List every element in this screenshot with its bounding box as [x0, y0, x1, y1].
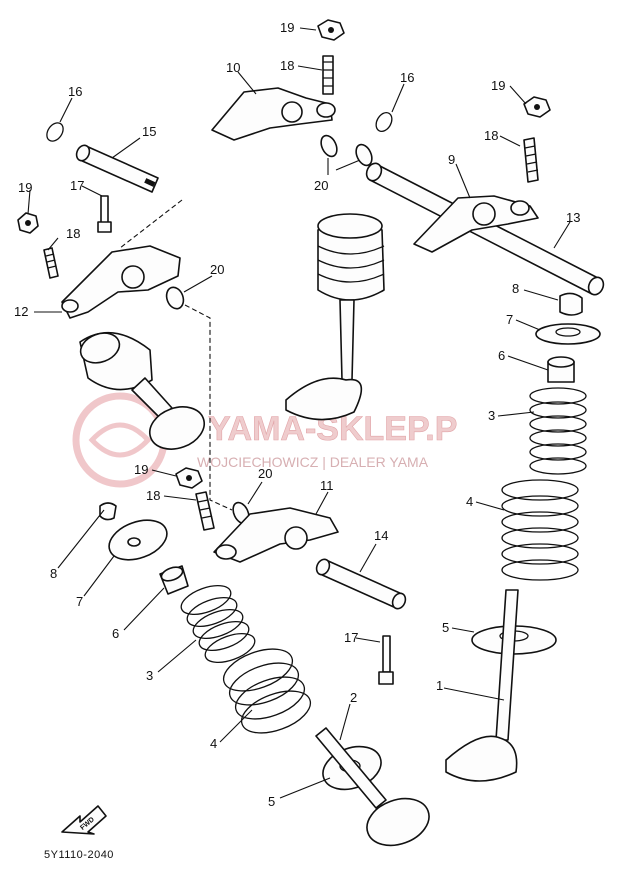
spring-retainer-7-right — [535, 323, 601, 345]
callout-11: 11 — [320, 478, 334, 493]
callout-14: 14 — [374, 528, 388, 543]
inner-spring-3-left — [180, 584, 256, 664]
o-ring-16-right — [375, 112, 393, 132]
leader-lines — [27, 27, 571, 799]
callout-7a: 7 — [506, 312, 513, 327]
callout-10: 10 — [226, 60, 240, 75]
callout-18a: 18 — [280, 58, 294, 73]
shim-20-top — [320, 134, 338, 158]
lock-nut-19-right — [523, 96, 551, 118]
o-ring-16-left — [46, 122, 64, 142]
callout-7b: 7 — [76, 594, 83, 609]
outer-spring-4-left — [222, 648, 312, 734]
adjust-screw-18-left — [43, 247, 59, 279]
rocker-arm-9 — [413, 195, 539, 253]
callout-16b: 16 — [400, 70, 414, 85]
spring-retainer-7-left — [108, 519, 168, 561]
rocker-arm-10 — [211, 87, 336, 141]
watermark-tagline: WOJCIECHOWICZ | DEALER YAMA — [197, 454, 429, 470]
callout-4b: 4 — [210, 736, 217, 751]
callout-6b: 6 — [112, 626, 119, 641]
shim-20-right — [355, 143, 373, 167]
valve-1 — [445, 589, 519, 782]
lock-nut-19-left — [17, 212, 39, 234]
rocker-shaft-15 — [75, 144, 159, 193]
catalog-code: 5Y1110-2040 — [44, 849, 114, 861]
callout-5a: 5 — [442, 620, 449, 635]
front-direction-arrow-icon: FWD — [61, 805, 107, 835]
assembly-line-15-12 — [119, 199, 183, 249]
valve-seal-6-left — [159, 565, 189, 595]
callout-3b: 3 — [146, 668, 153, 683]
callout-19c: 19 — [18, 180, 32, 195]
callout-8b: 8 — [50, 566, 57, 581]
leader-20a-2 — [335, 159, 361, 171]
callout-labels: 19 18 10 16 16 19 15 18 19 17 20 9 13 18… — [14, 20, 580, 809]
valve-tappet-center — [285, 213, 385, 421]
callout-18c: 18 — [66, 226, 80, 241]
callout-16a: 16 — [68, 84, 82, 99]
valve-2 — [315, 727, 430, 847]
rocker-arm-11 — [213, 507, 339, 563]
callout-13: 13 — [566, 210, 580, 225]
valve-tappet-left — [79, 331, 205, 450]
bolt-17-right — [378, 635, 394, 685]
valve-seal-6-right — [547, 356, 575, 383]
valve-cotter-8-right — [559, 292, 583, 316]
lock-nut-19-top — [317, 19, 345, 41]
callout-15: 15 — [142, 124, 156, 139]
outer-spring-4-right — [501, 479, 579, 581]
shim-20-left — [165, 286, 185, 310]
callout-20c: 20 — [258, 466, 272, 481]
adjust-screw-18-top — [322, 55, 334, 95]
callout-6a: 6 — [498, 348, 505, 363]
callout-12: 12 — [14, 304, 28, 319]
adjust-screw-18-center — [195, 491, 215, 531]
callout-4a: 4 — [466, 494, 473, 509]
callout-19a: 19 — [280, 20, 294, 35]
callout-20b: 20 — [210, 262, 224, 277]
callout-2: 2 — [350, 690, 357, 705]
rocker-arm-12 — [61, 245, 181, 319]
valve-cotter-8-left — [99, 502, 117, 521]
callout-18d: 18 — [146, 488, 160, 503]
callout-8a: 8 — [512, 281, 519, 296]
rocker-shaft-13 — [365, 162, 605, 296]
lock-nut-19-center — [175, 467, 203, 489]
callout-17a: 17 — [70, 178, 84, 193]
callout-3a: 3 — [488, 408, 495, 423]
watermark: YAMA-SKLEP.P WOJCIECHOWICZ | DEALER YAMA — [72, 392, 458, 488]
callout-19d: 19 — [134, 462, 148, 477]
inner-spring-3-right — [529, 387, 587, 475]
callout-18b: 18 — [484, 128, 498, 143]
bolt-17-left — [97, 195, 112, 233]
callout-5b: 5 — [268, 794, 275, 809]
callout-19b: 19 — [491, 78, 505, 93]
adjust-screw-18-right — [523, 137, 539, 183]
callout-1: 1 — [436, 678, 443, 693]
callout-9: 9 — [448, 152, 455, 167]
rocker-shaft-14 — [315, 558, 407, 610]
callout-17b: 17 — [344, 630, 358, 645]
callout-20a: 20 — [314, 178, 328, 193]
